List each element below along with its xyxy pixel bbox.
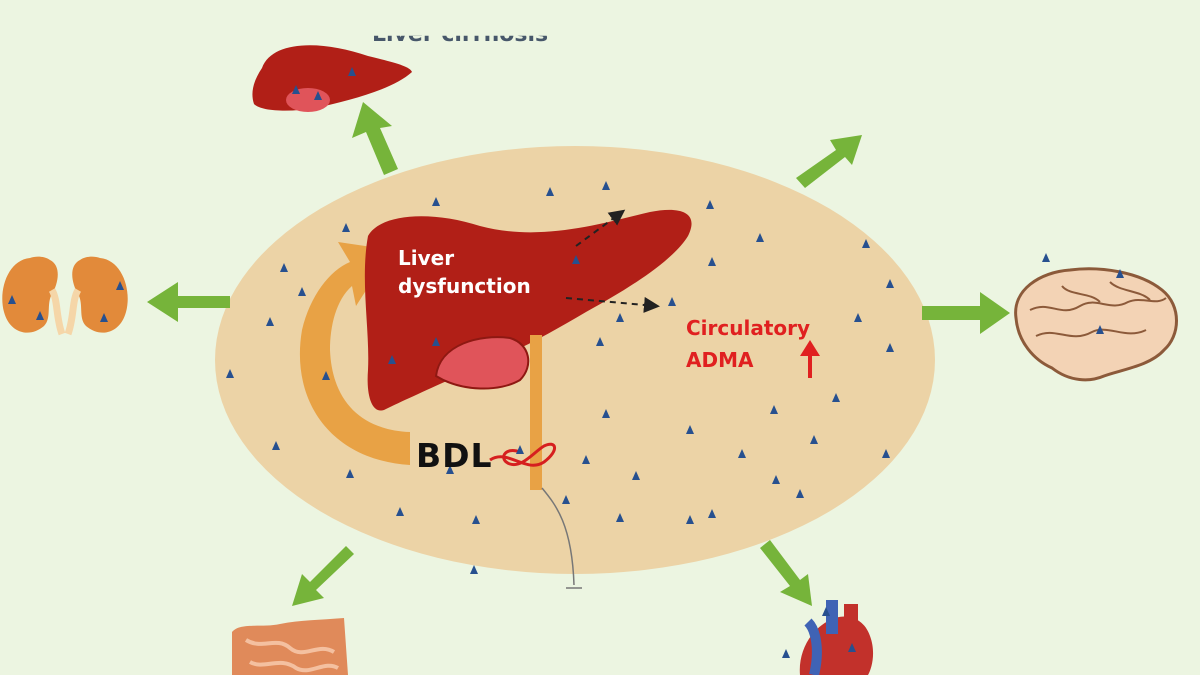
adma-marker xyxy=(346,469,354,478)
adma-marker xyxy=(1042,253,1050,262)
adma-marker xyxy=(432,337,440,346)
adma-marker xyxy=(668,297,676,306)
adma-marker xyxy=(116,281,124,290)
liver-dysfunction-label: Liver dysfunction xyxy=(398,244,531,300)
adma-marker xyxy=(472,515,480,524)
adma-marker xyxy=(348,67,356,76)
adma-marker xyxy=(596,337,604,346)
adma-marker xyxy=(708,509,716,518)
adma-marker xyxy=(854,313,862,322)
adma-marker xyxy=(388,355,396,364)
adma-marker xyxy=(862,239,870,248)
adma-marker xyxy=(706,200,714,209)
orange-curved-arrow-icon xyxy=(299,242,410,465)
adma-marker xyxy=(882,449,890,458)
adma-marker xyxy=(1116,269,1124,278)
adma-marker xyxy=(602,409,610,418)
arrow-to-kidney-icon xyxy=(147,282,230,322)
liver-dysfunction-line1: Liver xyxy=(398,246,455,270)
arrow-to-heart-icon xyxy=(760,540,812,606)
adma-marker xyxy=(616,513,624,522)
dashed-arrow-2 xyxy=(565,296,660,313)
heart-icon xyxy=(799,600,874,675)
adma-marker xyxy=(322,371,330,380)
kidney-icon xyxy=(2,256,128,336)
suture-line xyxy=(541,487,582,589)
arrow-to-liver-icon xyxy=(352,102,398,175)
adma-marker xyxy=(292,85,300,94)
arrow-to-brain-icon xyxy=(922,292,1010,334)
arrow-up-right-icon xyxy=(796,135,862,188)
liver-cirrhosis-icon xyxy=(252,45,412,112)
adma-marker xyxy=(848,643,856,652)
adma-marker xyxy=(770,405,778,414)
adma-markers xyxy=(8,67,1124,658)
adma-marker xyxy=(582,455,590,464)
adma-marker xyxy=(546,187,554,196)
circulatory-line1: Circulatory xyxy=(686,316,811,340)
adma-marker xyxy=(266,317,274,326)
adma-marker xyxy=(396,507,404,516)
bile-duct xyxy=(530,335,542,490)
ligature-knot-icon xyxy=(489,442,556,467)
arrow-to-intestine-icon xyxy=(292,546,354,606)
adma-marker xyxy=(562,495,570,504)
circulatory-line2: ADMA xyxy=(686,348,754,372)
adma-marker xyxy=(1096,325,1104,334)
top-caption: Liver cirrhosis xyxy=(372,22,549,47)
adma-marker xyxy=(36,311,44,320)
adma-marker xyxy=(602,181,610,190)
adma-marker xyxy=(8,295,16,304)
bdl-label: BDL xyxy=(416,436,493,475)
adma-marker xyxy=(314,91,322,100)
brain-icon xyxy=(1014,267,1178,382)
adma-marker xyxy=(226,369,234,378)
dashed-arrow-1 xyxy=(575,209,626,247)
adma-marker xyxy=(280,263,288,272)
adma-marker xyxy=(772,475,780,484)
adma-marker xyxy=(886,343,894,352)
adma-marker xyxy=(470,565,478,574)
liver-dysfunction-line2: dysfunction xyxy=(398,274,531,298)
liver-icon xyxy=(364,209,692,411)
adma-marker xyxy=(832,393,840,402)
intestine-icon xyxy=(232,618,348,675)
adma-marker xyxy=(298,287,306,296)
adma-marker xyxy=(342,223,350,232)
adma-marker xyxy=(886,279,894,288)
adma-marker xyxy=(782,649,790,658)
adma-marker xyxy=(572,255,580,264)
up-arrow-icon xyxy=(800,340,820,378)
green-arrows xyxy=(147,102,1010,606)
adma-marker xyxy=(686,515,694,524)
adma-marker xyxy=(756,233,764,242)
adma-marker xyxy=(822,607,830,616)
adma-marker xyxy=(516,445,524,454)
adma-marker xyxy=(432,197,440,206)
adma-marker xyxy=(686,425,694,434)
adma-marker xyxy=(738,449,746,458)
adma-marker xyxy=(632,471,640,480)
circulatory-adma-label: Circulatory ADMA xyxy=(686,312,856,376)
adma-marker xyxy=(272,441,280,450)
adma-marker xyxy=(616,313,624,322)
adma-marker xyxy=(708,257,716,266)
adma-marker xyxy=(100,313,108,322)
adma-marker xyxy=(446,465,454,474)
adma-marker xyxy=(810,435,818,444)
adma-marker xyxy=(796,489,804,498)
